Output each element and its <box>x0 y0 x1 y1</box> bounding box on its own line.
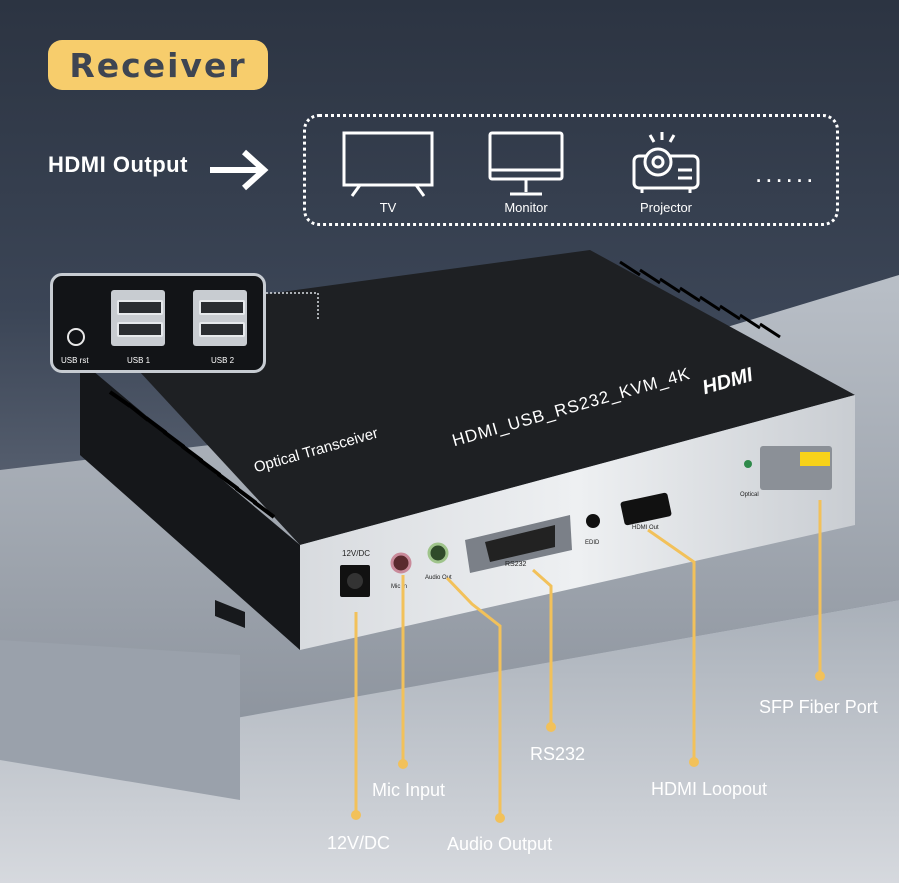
usb2-label: USB 2 <box>211 356 235 365</box>
mic-jack <box>390 552 412 574</box>
device-monitor: Monitor <box>476 130 576 215</box>
usb-port-1 <box>111 290 165 346</box>
callout-sfp-fiber-port: SFP Fiber Port <box>759 697 878 717</box>
port-label-rs232: RS232 <box>505 561 527 568</box>
monitor-icon <box>488 131 564 196</box>
more-devices: ...... <box>755 158 817 188</box>
device-side <box>80 360 300 650</box>
device-label: TV <box>379 200 397 215</box>
usb-reset-button <box>67 328 85 346</box>
port-label-optical: Optical <box>740 492 759 498</box>
usb-port-2 <box>193 290 247 346</box>
device-projector: Projector <box>616 130 716 215</box>
audio-jack <box>427 542 449 564</box>
port-label-edid: EDID <box>585 540 600 546</box>
callout-12v-dc: 12V/DC <box>327 833 391 853</box>
arrow-right-icon <box>210 149 269 191</box>
port-label-mic: Mic In <box>391 584 408 590</box>
callout-audio-output: Audio Output <box>447 834 553 854</box>
receiver-badge: Receiver <box>48 40 268 90</box>
callout-rs232: RS232 <box>530 744 586 764</box>
port-label-audio: Audio Out <box>425 575 452 581</box>
port-label-12v: 12V/DC <box>342 549 371 558</box>
port-label-hdmi: HDMI Out <box>632 525 659 531</box>
device-front-panel <box>300 395 855 650</box>
hdmi-output-label: HDMI Output <box>48 152 188 177</box>
usb1-label: USB 1 <box>127 356 151 365</box>
usb-reset-label: USB rst <box>61 356 89 365</box>
output-devices-box <box>303 114 839 226</box>
device-tv: TV <box>338 130 438 215</box>
device-top <box>90 250 855 545</box>
callout-hdmi-loopout: HDMI Loopout <box>651 779 768 799</box>
tv-icon <box>342 131 434 197</box>
hdmi-port <box>620 492 672 526</box>
usb-panel-inset: USB rst USB 1 USB 2 <box>50 273 266 373</box>
projector-icon <box>632 132 700 193</box>
callout-mic-input: Mic Input <box>372 780 446 800</box>
device-label: Projector <box>639 200 693 215</box>
device-label: Monitor <box>504 200 548 215</box>
